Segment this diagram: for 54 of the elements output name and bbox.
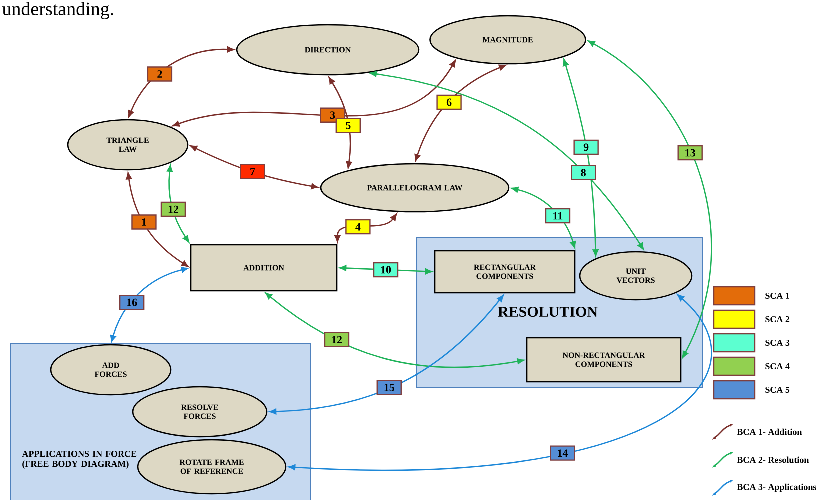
ellipse-node: PARALLELOGRAM LAW: [320, 163, 510, 213]
arrow: [128, 46, 234, 118]
ellipse-node: ADD FORCES: [50, 344, 172, 396]
number-tag: 7: [240, 164, 266, 180]
number-tag: 9: [574, 140, 599, 156]
arrow: [588, 40, 712, 358]
number-tag: 15: [376, 380, 402, 396]
number-tag: 11: [545, 208, 571, 224]
arrow: [512, 186, 576, 248]
arrow: [110, 267, 188, 342]
arrow: [414, 64, 506, 162]
ellipse-node: ROTATE FRAME OF REFERENCE: [137, 439, 287, 495]
legend-label: SCA 5: [766, 386, 790, 394]
legend-label: SCA 1: [766, 292, 790, 300]
process-box: NON-RECTANGULAR COMPONENTS: [526, 337, 682, 383]
arrow: [126, 172, 189, 268]
number-tag: 12: [324, 332, 350, 348]
ellipse-node: DIRECTION: [236, 24, 420, 76]
number-tag: 10: [373, 262, 399, 278]
body-text: understanding.: [2, 2, 114, 20]
process-box: RECTANGULAR COMPONENTS: [434, 250, 576, 294]
legend-label: SCA 2: [766, 316, 790, 323]
arrow: [328, 77, 352, 169]
legend-label: BCA 2- Resolution: [737, 456, 810, 464]
arrow: [334, 214, 398, 242]
arrow: [172, 60, 456, 127]
number-tag: 16: [119, 295, 145, 310]
ellipse-node: TRIANGLE LAW: [67, 119, 189, 171]
arrow: [166, 165, 190, 243]
arrow: [265, 292, 524, 368]
ellipse-node: MAGNITUDE: [430, 15, 586, 65]
ellipse-node: UNIT VECTORS: [579, 251, 693, 301]
number-tag: 12: [160, 202, 186, 218]
arrow: [190, 145, 318, 190]
number-tag: 14: [550, 446, 576, 461]
number-tag: 2: [147, 66, 173, 82]
legend-label: SCA 4: [766, 363, 790, 370]
number-tag: 5: [336, 118, 362, 134]
arrow: [340, 265, 432, 275]
arrow: [563, 59, 599, 257]
legend-label: SCA 3: [766, 340, 790, 346]
number-tag: 4: [346, 219, 371, 235]
ellipse-node: RESOLVE FORCES: [132, 386, 268, 438]
number-tag: 13: [678, 145, 703, 161]
process-box: ADDITION: [190, 244, 338, 292]
legend-label: BCA 3- Applications: [737, 484, 816, 492]
legend-label: BCA 1- Addition: [737, 428, 802, 436]
number-tag: 1: [132, 214, 157, 230]
number-tag: 8: [571, 165, 596, 180]
number-tag: 6: [436, 94, 462, 110]
number-tag: 3: [320, 108, 346, 123]
arrow: [288, 294, 712, 472]
arrow: [270, 295, 504, 415]
arrow: [370, 71, 644, 250]
